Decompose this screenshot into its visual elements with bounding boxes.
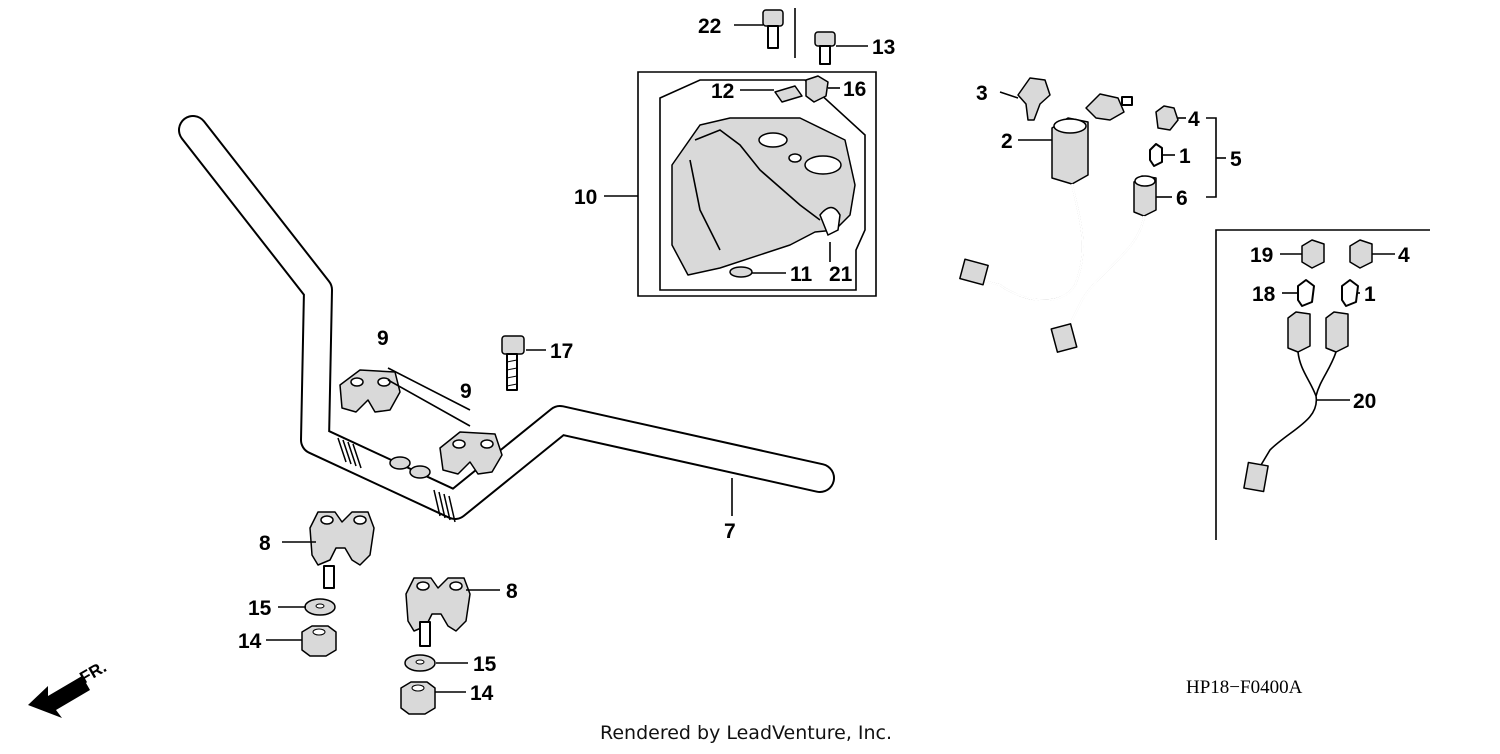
bolt-17-part	[501, 335, 525, 391]
clip-12-part	[774, 85, 803, 103]
bulb-part	[1149, 143, 1163, 167]
twin-socket-harness-part	[1243, 311, 1349, 493]
callout-5: 5	[1230, 148, 1242, 171]
callout-15: 15	[248, 597, 272, 620]
leader-lines	[266, 8, 1395, 693]
callout-21: 21	[829, 263, 853, 286]
indicator-cap-part	[1301, 239, 1373, 269]
nut-part	[301, 625, 436, 715]
arrow-front-icon	[28, 676, 90, 718]
clip-11-part	[729, 266, 753, 278]
callout-4-detail: 4	[1398, 244, 1410, 267]
callout-14-right: 14	[470, 682, 494, 705]
callout-14: 14	[238, 630, 262, 653]
callout-9-lower: 9	[460, 380, 472, 403]
ignition-switch-part	[959, 117, 1089, 302]
callout-19: 19	[1250, 244, 1273, 267]
callout-3: 3	[976, 82, 988, 105]
callout-13: 13	[872, 36, 895, 59]
callout-15-right: 15	[473, 653, 497, 676]
render-credit: Rendered by LeadVenture, Inc.	[600, 722, 892, 744]
callout-4: 4	[1188, 108, 1200, 131]
callout-2: 2	[1001, 130, 1013, 153]
detail-box	[1215, 229, 1430, 540]
callout-20: 20	[1353, 390, 1376, 413]
key-part	[1017, 77, 1133, 121]
callout-1: 1	[1179, 145, 1191, 168]
grommet-16-part	[805, 75, 829, 103]
diagram-code: HP18−F0400A	[1186, 677, 1303, 698]
upper-holder-part	[339, 369, 503, 475]
callout-10: 10	[574, 186, 597, 209]
handlebar-part	[178, 115, 835, 523]
callout-7: 7	[724, 520, 736, 543]
callout-1-detail: 1	[1364, 283, 1376, 306]
callout-6: 6	[1176, 187, 1188, 210]
indicator-socket-part	[1050, 175, 1157, 353]
bolt-13-part	[814, 31, 836, 65]
cover-frame	[637, 71, 877, 297]
callout-12: 12	[711, 80, 734, 103]
top-cover-part	[671, 117, 856, 276]
indicator-cap-part	[1155, 105, 1179, 131]
callout-16: 16	[843, 78, 866, 101]
lower-holder-part	[309, 511, 471, 647]
callout-9: 9	[377, 327, 389, 350]
callout-17: 17	[550, 340, 573, 363]
bolt-22-part	[762, 9, 784, 49]
callout-8: 8	[259, 532, 271, 555]
callout-11: 11	[790, 263, 813, 286]
callout-8-right: 8	[506, 580, 518, 603]
callout-18: 18	[1252, 283, 1276, 306]
callout-22: 22	[698, 15, 721, 38]
bulb-part	[1297, 279, 1359, 307]
